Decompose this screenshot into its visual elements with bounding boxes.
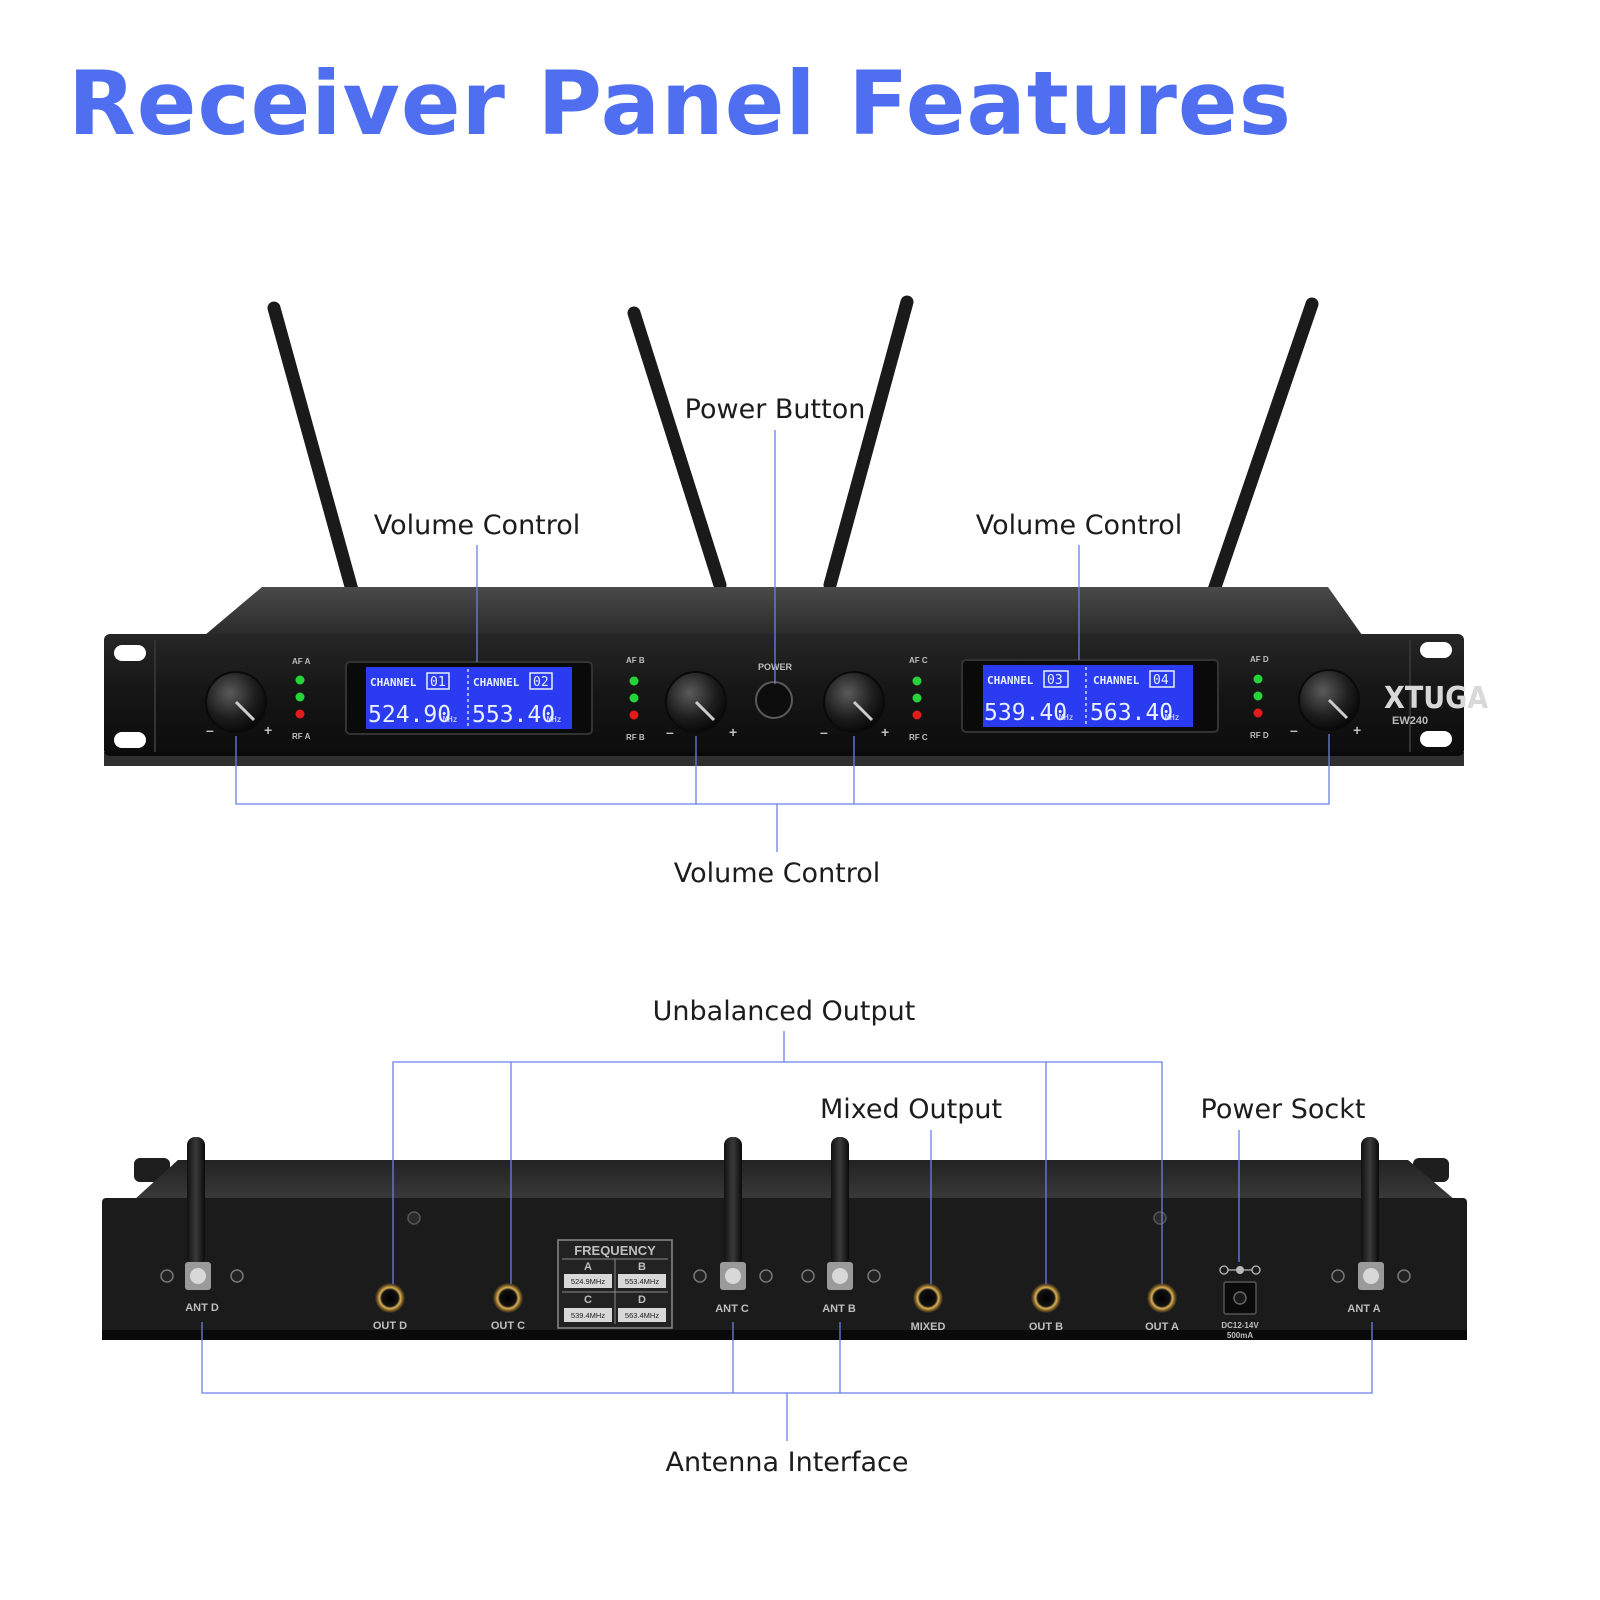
knob-minus-label: –: [666, 724, 674, 740]
led-strip-c: AF C RF C: [909, 656, 928, 742]
antenna-interface-callout: Antenna Interface: [665, 1447, 909, 1478]
brand-name: XTUGA: [1384, 681, 1488, 716]
rf-label: RF C: [909, 733, 928, 742]
out-a-label: OUT A: [1145, 1321, 1179, 1333]
dc-rating-line2: 500mA: [1227, 1331, 1253, 1340]
knob-plus-label: +: [1353, 722, 1361, 738]
ant-b-label: ANT B: [822, 1303, 856, 1315]
dc-power-socket: DC12-14V 500mA: [1219, 1265, 1261, 1340]
dc-rating-line1: DC12-14V: [1221, 1321, 1259, 1330]
frequency-unit: MHz: [1165, 713, 1180, 722]
volume-knob-c[interactable]: [823, 671, 885, 733]
ant-b-connector: [801, 1262, 881, 1290]
ant-a-label: ANT A: [1347, 1303, 1380, 1315]
channel-frequency: 553.40: [472, 702, 555, 728]
freq-header: B: [638, 1261, 646, 1273]
af-label: AF C: [909, 656, 928, 665]
freq-header: A: [584, 1261, 592, 1273]
frequency-unit: MHz: [547, 715, 562, 724]
channel-number: 02: [533, 675, 549, 690]
knob-minus-label: –: [206, 722, 214, 738]
volume-control-callout-bottom: Volume Control: [673, 858, 881, 889]
frequency-unit: MHz: [1059, 713, 1074, 722]
channel-number: 03: [1047, 673, 1063, 688]
knob-minus-label: –: [1290, 722, 1298, 738]
ant-c-connector: [693, 1262, 773, 1290]
led-strips: AF A RF A AF B RF B AF C RF C AF D RF D: [292, 655, 1269, 742]
rf-label: RF A: [292, 732, 311, 741]
out-d-label: OUT D: [373, 1320, 407, 1332]
brand-logo: XTUGA EW240: [1384, 681, 1488, 727]
af-label: AF B: [626, 656, 645, 665]
ant-d-label: ANT D: [185, 1302, 219, 1314]
front-callout-lines: [235, 430, 1330, 852]
led-strip-a: AF A RF A: [292, 657, 311, 741]
frequency-title: FREQUENCY: [574, 1243, 656, 1258]
power-button-callout: Power Button: [684, 394, 866, 425]
frequency-table: FREQUENCY A B 524.9MHz 553.4MHz C D 539.…: [557, 1239, 673, 1329]
rear-antennas: [187, 1137, 1379, 1265]
mixed-label: MIXED: [911, 1321, 946, 1333]
out-b-jack: [1031, 1283, 1061, 1313]
mixed-jack: [913, 1283, 943, 1313]
model-name: EW240: [1392, 715, 1428, 727]
page-title: Receiver Panel Features: [68, 52, 1292, 155]
power-socket-callout: Power Sockt: [1200, 1094, 1366, 1125]
knob-minus-label: –: [820, 724, 828, 740]
channel-word: CHANNEL: [987, 674, 1034, 687]
unbalanced-output-callout: Unbalanced Output: [652, 996, 916, 1027]
freq-header: C: [584, 1294, 592, 1306]
channel-number: 04: [1153, 673, 1169, 688]
freq-value: 563.4MHz: [625, 1311, 659, 1320]
out-a-jack: [1147, 1283, 1177, 1313]
volume-control-callout-right: Volume Control: [975, 510, 1183, 541]
channel-frequency: 563.40: [1090, 700, 1173, 726]
freq-value: 553.4MHz: [625, 1277, 659, 1286]
af-label: AF A: [292, 657, 311, 666]
out-c-jack: [493, 1283, 523, 1313]
knob-plus-label: +: [729, 724, 737, 740]
af-label: AF D: [1250, 655, 1269, 664]
power-button[interactable]: POWER: [755, 662, 793, 719]
volume-knob-a[interactable]: [205, 671, 267, 733]
lcd-left: CHANNEL 01 CHANNEL 02 524.90 MHz 553.40 …: [345, 661, 593, 735]
knob-plus-label: +: [264, 722, 272, 738]
lcd-right: CHANNEL 03 CHANNEL 04 539.40 MHz 563.40 …: [961, 659, 1219, 733]
freq-value: 539.4MHz: [571, 1311, 605, 1320]
channel-word: CHANNEL: [473, 676, 520, 689]
channel-number: 01: [430, 675, 446, 690]
mixed-output-callout: Mixed Output: [819, 1094, 1003, 1125]
volume-knob-b[interactable]: [665, 671, 727, 733]
ant-c-label: ANT C: [715, 1303, 749, 1315]
led-strip-b: AF B RF B: [626, 656, 645, 742]
knob-plus-label: +: [881, 724, 889, 740]
antenna-connectors: [160, 1262, 1411, 1290]
front-antennas: [267, 295, 1319, 597]
freq-header: D: [638, 1294, 646, 1306]
frequency-unit: MHz: [443, 715, 458, 724]
rf-label: RF D: [1250, 731, 1269, 740]
out-c-label: OUT C: [491, 1320, 525, 1332]
channel-word: CHANNEL: [370, 676, 417, 689]
rear-port-labels: ANT D OUT D OUT C ANT C ANT B MIXED OUT …: [185, 1302, 1380, 1333]
freq-value: 524.9MHz: [571, 1277, 605, 1286]
volume-control-callout-left: Volume Control: [373, 510, 581, 541]
out-d-jack: [375, 1283, 405, 1313]
channel-frequency: 539.40: [984, 700, 1067, 726]
channel-word: CHANNEL: [1093, 674, 1140, 687]
front-knobs: [205, 669, 1360, 733]
ant-d-connector: [160, 1262, 244, 1290]
volume-knob-d[interactable]: [1298, 669, 1360, 731]
rf-label: RF B: [626, 733, 645, 742]
channel-frequency: 524.90: [368, 702, 451, 728]
out-b-label: OUT B: [1029, 1321, 1063, 1333]
rear-chassis: [102, 1158, 1467, 1340]
knob-scale-labels: – + – + – + – +: [206, 722, 1361, 740]
audio-jacks: [375, 1283, 1177, 1313]
led-strip-d: AF D RF D: [1250, 655, 1269, 740]
rear-callout-lines: [201, 1031, 1373, 1441]
ant-a-connector: [1331, 1262, 1411, 1290]
